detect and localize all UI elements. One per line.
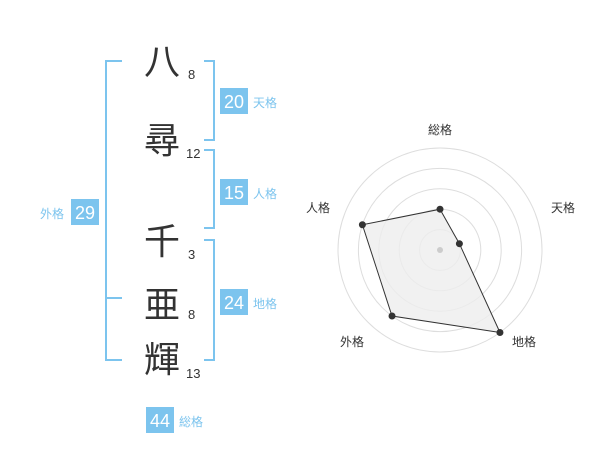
- badge-gaikaku-value: 29: [75, 203, 95, 223]
- radar-point-1: [436, 205, 444, 213]
- radar-polygon: [361, 208, 501, 334]
- radar-center: [437, 247, 443, 253]
- name-char-1: 八: [144, 42, 180, 83]
- radar-axis-label-chikaku: 地格: [512, 334, 536, 349]
- badge-gaikaku: 外格 29: [40, 199, 99, 225]
- name-characters: 八 尋 千 亜 輝: [144, 42, 180, 381]
- radar-point-2: [455, 240, 463, 248]
- stroke-count-2: 12: [186, 146, 200, 161]
- radar-point-3: [496, 329, 504, 337]
- badge-gaikaku-box: [71, 199, 99, 225]
- stroke-count-5: 13: [186, 366, 200, 381]
- bracket-gaikaku: [105, 60, 122, 361]
- name-char-2: 尋: [144, 121, 180, 162]
- name-char-3: 千: [144, 222, 180, 263]
- badge-jinkaku-value: 15: [224, 183, 244, 203]
- bracket-chikaku: [204, 239, 215, 361]
- badge-tenkaku-label: 天格: [253, 95, 277, 110]
- radar-point-5: [358, 221, 366, 229]
- radar-axis-label-soukaku: 総格: [428, 122, 452, 137]
- radar-axis-label-gaikaku: 外格: [340, 334, 364, 349]
- brackets: [105, 60, 215, 361]
- badge-gaikaku-label: 外格: [40, 206, 64, 221]
- badge-chikaku-label: 地格: [253, 296, 277, 311]
- badge-tenkaku-value: 20: [224, 92, 244, 112]
- radar-point-4: [388, 312, 396, 320]
- badge-soukaku-box: [146, 407, 174, 433]
- radar-points: [358, 205, 504, 337]
- name-char-5: 輝: [144, 340, 180, 381]
- stroke-count-1: 8: [188, 67, 195, 82]
- badge-soukaku: 44 総格: [146, 407, 203, 433]
- badge-chikaku: 24 地格: [220, 289, 277, 315]
- badge-jinkaku-label: 人格: [253, 186, 277, 201]
- badge-tenkaku: 20 天格: [220, 88, 277, 114]
- radar-chart: 総格 天格 地格 外格 人格: [306, 122, 575, 353]
- badge-jinkaku: 15 人格: [220, 179, 277, 205]
- bracket-tenkaku: [204, 60, 215, 141]
- badge-tenkaku-box: [220, 88, 248, 114]
- badge-chikaku-value: 24: [224, 293, 244, 313]
- stroke-count-3: 3: [188, 247, 195, 262]
- badge-chikaku-box: [220, 289, 248, 315]
- stroke-count-4: 8: [188, 307, 195, 322]
- radar-axis-labels: 総格 天格 地格 外格 人格: [306, 122, 575, 349]
- radar-ring-4: [357, 167, 523, 333]
- radar-axis-label-jinkaku: 人格: [306, 200, 330, 215]
- badge-soukaku-value: 44: [150, 411, 170, 431]
- badge-soukaku-label: 総格: [179, 414, 203, 429]
- radar-axis-label-tenkaku: 天格: [551, 200, 575, 215]
- name-char-4: 亜: [144, 285, 180, 326]
- badge-jinkaku-box: [220, 179, 248, 205]
- radar-ring-5: [337, 147, 543, 353]
- stroke-counts: 8 12 3 8 13: [186, 67, 200, 381]
- bracket-jinkaku: [204, 149, 215, 229]
